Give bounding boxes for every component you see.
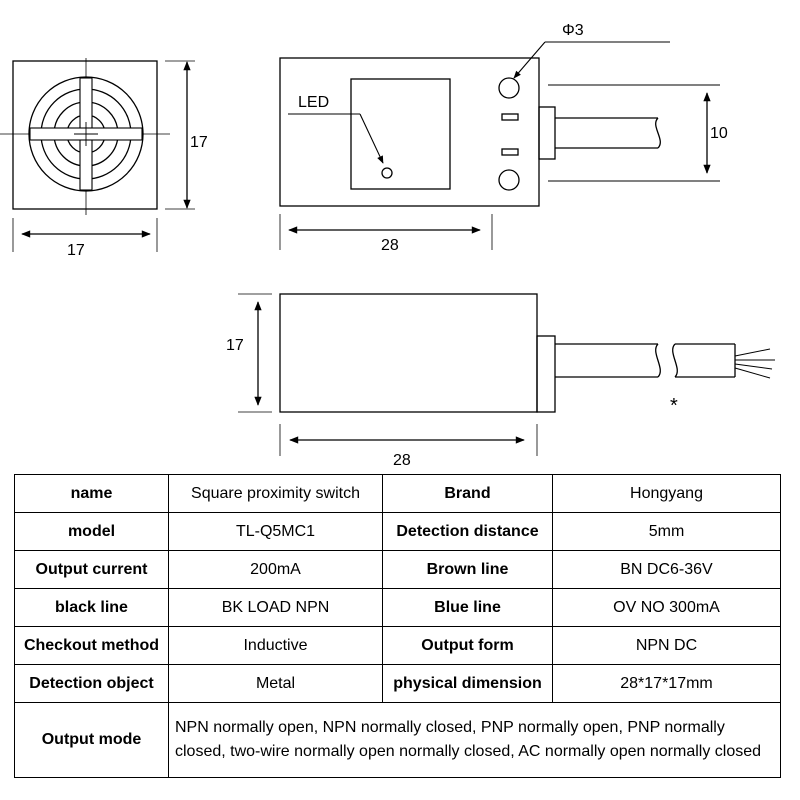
spec-value-blue-line: OV NO 300mA — [552, 588, 781, 627]
front-view — [0, 58, 195, 252]
spec-value-detection-object: Metal — [168, 664, 383, 703]
dim-top-length: 28 — [381, 237, 399, 254]
spec-label-name: name — [14, 474, 169, 513]
spec-value-model: TL-Q5MC1 — [168, 512, 383, 551]
label-hole: Φ3 — [562, 22, 584, 39]
spec-value-brown-line: BN DC6-36V — [552, 550, 781, 589]
spec-value-physical-dimension: 28*17*17mm — [552, 664, 781, 703]
spec-label-blue-line: Blue line — [382, 588, 553, 627]
spec-label-output-mode: Output mode — [14, 702, 169, 778]
spec-value-brand: Hongyang — [552, 474, 781, 513]
spec-value-checkout-method: Inductive — [168, 626, 383, 665]
spec-value-black-line: BK LOAD NPN — [168, 588, 383, 627]
spec-label-checkout-method: Checkout method — [14, 626, 169, 665]
spec-row: Output mode NPN normally open, NPN norma… — [14, 702, 781, 778]
side-view — [238, 293, 775, 456]
label-led: LED — [298, 94, 329, 111]
spec-label-physical-dimension: physical dimension — [382, 664, 553, 703]
dim-cable-diameter: 10 — [710, 125, 728, 142]
spec-row: Detection object Metal physical dimensio… — [14, 664, 781, 703]
spec-label-detection-object: Detection object — [14, 664, 169, 703]
spec-value-output-current: 200mA — [168, 550, 383, 589]
dim-side-length: 28 — [393, 452, 411, 469]
spec-row: Output current 200mA Brown line BN DC6-3… — [14, 550, 781, 589]
spec-label-model: model — [14, 512, 169, 551]
spec-row: black line BK LOAD NPN Blue line OV NO 3… — [14, 588, 781, 627]
spec-row: Checkout method Inductive Output form NP… — [14, 626, 781, 665]
spec-value-name: Square proximity switch — [168, 474, 383, 513]
spec-label-black-line: black line — [14, 588, 169, 627]
top-view — [279, 41, 720, 250]
spec-label-output-current: Output current — [14, 550, 169, 589]
spec-row: name Square proximity switch Brand Hongy… — [14, 474, 781, 513]
spec-table: name Square proximity switch Brand Hongy… — [14, 474, 781, 778]
spec-label-output-form: Output form — [382, 626, 553, 665]
spec-label-brown-line: Brown line — [382, 550, 553, 589]
dim-front-height: 17 — [190, 134, 208, 151]
spec-label-detection-distance: Detection distance — [382, 512, 553, 551]
spec-value-detection-distance: 5mm — [552, 512, 781, 551]
spec-value-output-form: NPN DC — [552, 626, 781, 665]
note-mark: * — [670, 395, 678, 417]
spec-row: model TL-Q5MC1 Detection distance 5mm — [14, 512, 781, 551]
dim-front-width: 17 — [67, 242, 85, 259]
spec-value-output-mode: NPN normally open, NPN normally closed, … — [168, 702, 781, 778]
dim-side-height: 17 — [226, 337, 244, 354]
spec-label-brand: Brand — [382, 474, 553, 513]
technical-drawing: 17 17 Φ3 LED 10 28 — [0, 22, 775, 469]
